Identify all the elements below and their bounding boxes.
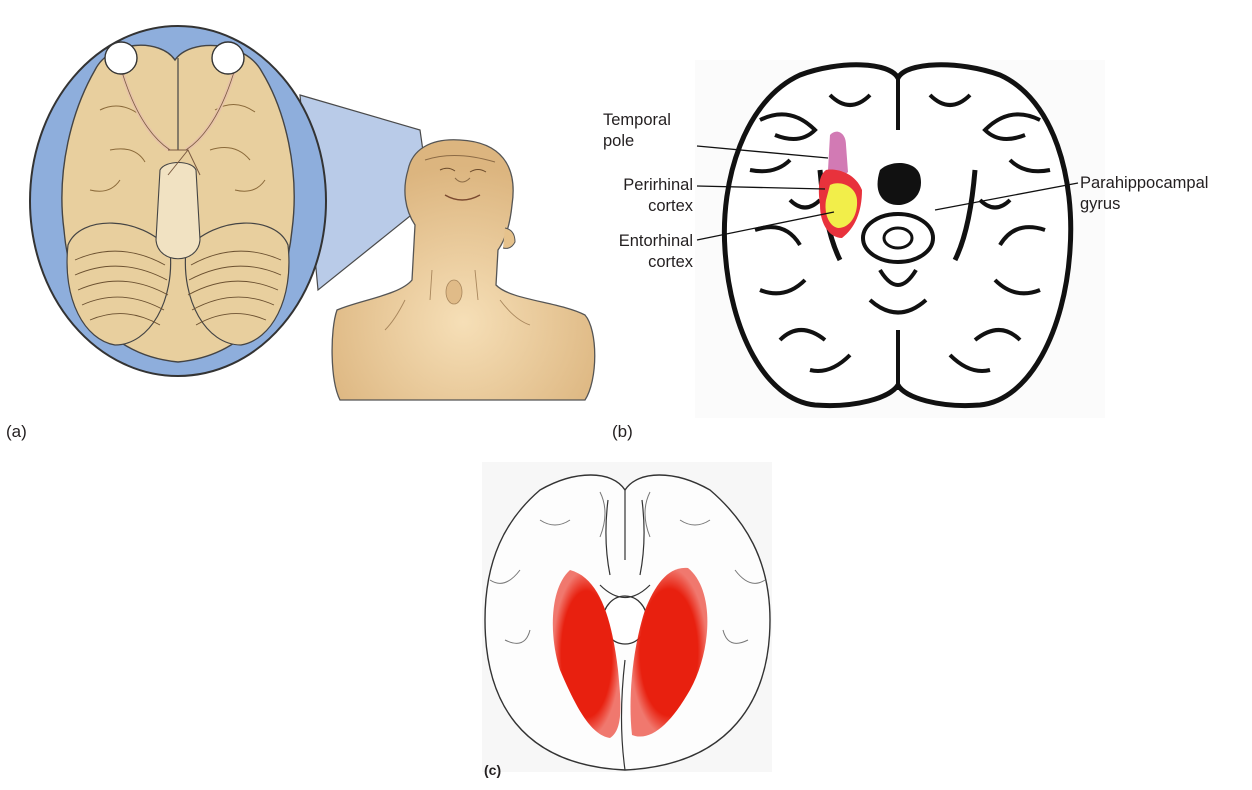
callout-entorhinal: Entorhinal cortex xyxy=(597,231,693,273)
callout-perirhinal-line2: cortex xyxy=(603,196,693,217)
callout-entorhinal-line2: cortex xyxy=(597,252,693,273)
panel-b-illustration xyxy=(695,60,1105,418)
callout-perirhinal: Perirhinal cortex xyxy=(603,175,693,217)
right-eye xyxy=(212,42,244,74)
panel-label-b: (b) xyxy=(612,422,633,442)
callout-temporal-pole: Temporal pole xyxy=(603,110,671,152)
callout-parahippocampal-line1: Parahippocampal xyxy=(1080,173,1208,194)
panel-a-illustration xyxy=(30,26,595,400)
inferior-brain-view xyxy=(62,45,294,362)
panel-c-illustration xyxy=(482,462,772,772)
callout-temporal-pole-line2: pole xyxy=(603,131,671,152)
callout-parahippocampal-line2: gyrus xyxy=(1080,194,1208,215)
callout-entorhinal-line1: Entorhinal xyxy=(597,231,693,252)
callout-perirhinal-line1: Perirhinal xyxy=(603,175,693,196)
callout-temporal-pole-line1: Temporal xyxy=(603,110,671,131)
panel-label-c: (c) xyxy=(484,762,501,778)
left-eye xyxy=(105,42,137,74)
brainstem xyxy=(156,163,200,259)
callout-parahippocampal: Parahippocampal gyrus xyxy=(1080,173,1208,215)
panel-label-a: (a) xyxy=(6,422,27,442)
